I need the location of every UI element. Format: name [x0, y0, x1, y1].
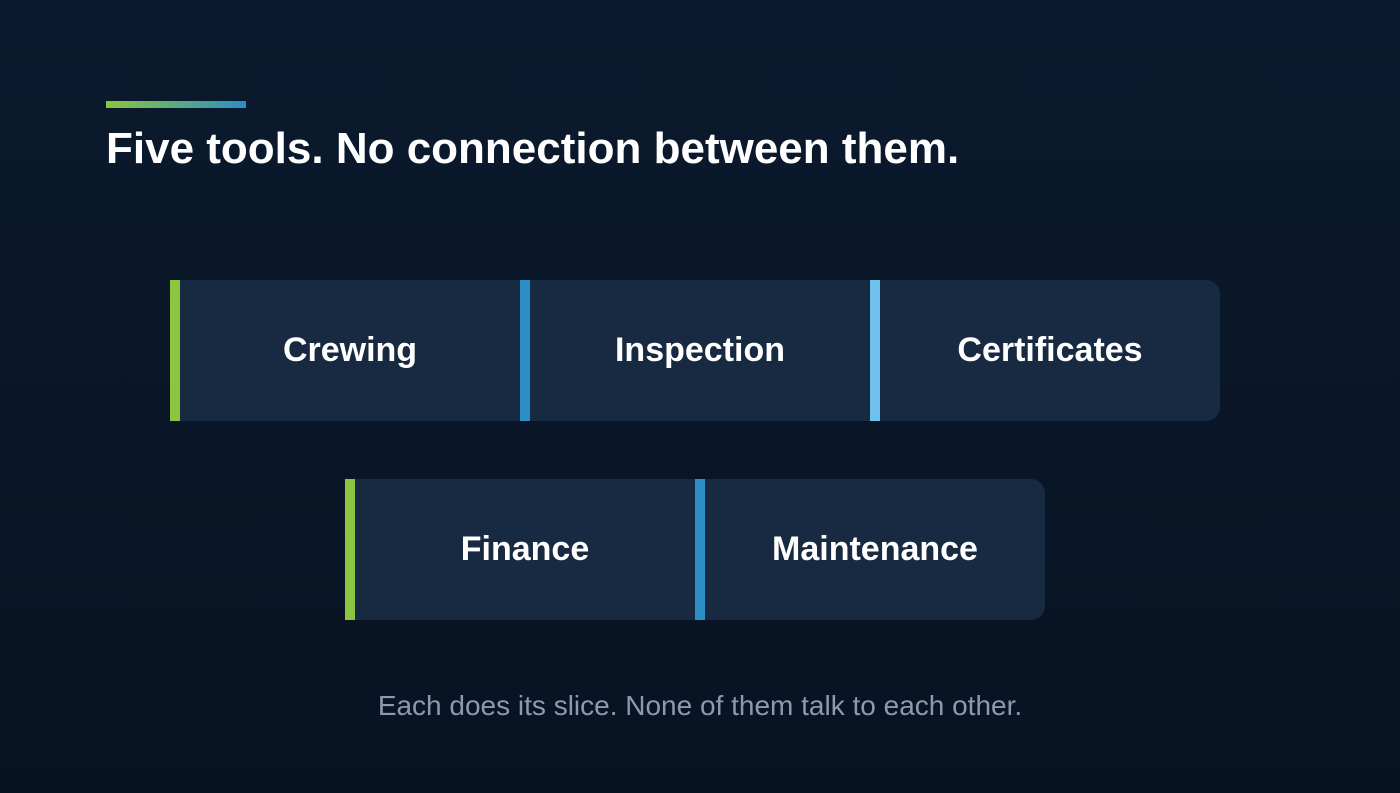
- tool-accent-edge: [695, 479, 705, 620]
- tool-card-finance: Finance: [345, 479, 695, 620]
- tool-accent-edge: [520, 280, 530, 421]
- tool-card-maintenance: Maintenance: [695, 479, 1045, 620]
- title-accent-bar: [106, 101, 246, 108]
- slide-caption: Each does its slice. None of them talk t…: [377, 690, 1023, 721]
- tool-label: Finance: [460, 530, 590, 568]
- tool-row-bottom: Finance Maintenance: [345, 479, 1045, 620]
- tool-row-top: Crewing Inspection Certificates: [170, 280, 1220, 421]
- tool-label: Maintenance: [772, 530, 978, 568]
- tool-card-certificates: Certificates: [870, 280, 1220, 421]
- tool-card-crewing: Crewing: [170, 280, 520, 421]
- tool-card-inspection: Inspection: [520, 280, 870, 421]
- tool-accent-edge: [170, 280, 180, 421]
- tool-accent-edge: [870, 280, 880, 421]
- tool-accent-edge: [345, 479, 355, 620]
- tool-label: Certificates: [957, 331, 1143, 369]
- tool-label: Crewing: [282, 331, 418, 369]
- slide-title: Five tools. No connection between them.: [106, 124, 960, 173]
- tool-label: Inspection: [614, 331, 786, 369]
